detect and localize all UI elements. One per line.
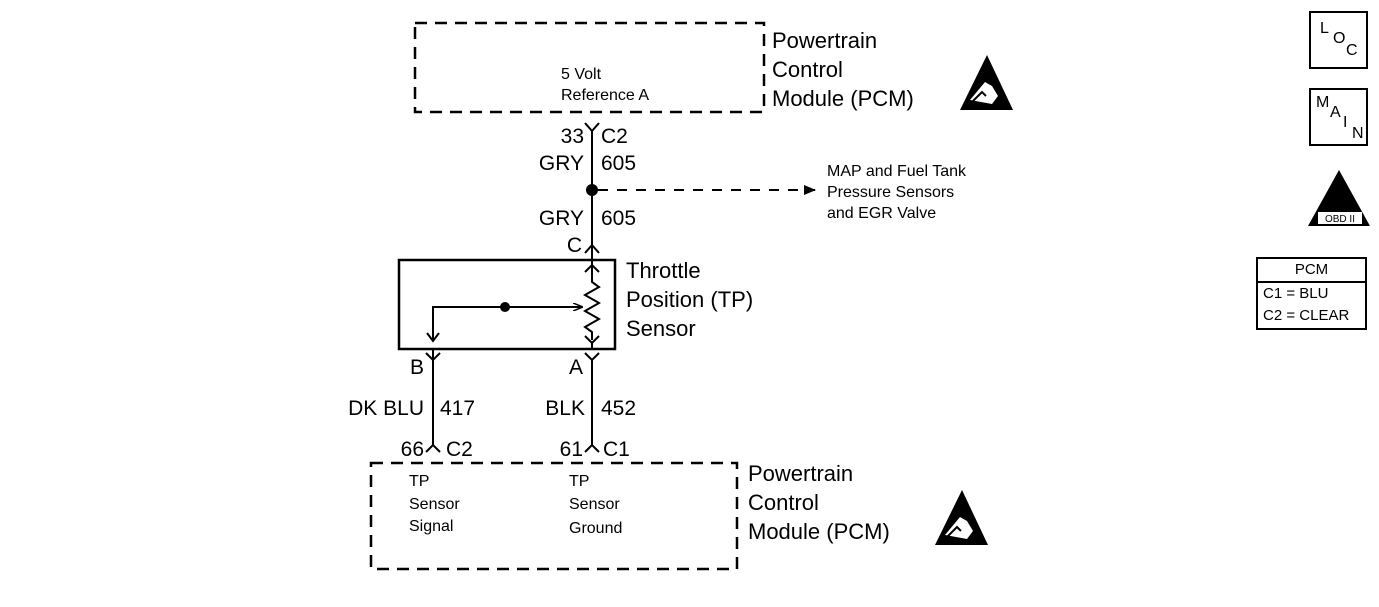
ref-wire-pin-top: 33 xyxy=(561,125,584,148)
tp-sensor-title: Throttle Position (TP) Sensor xyxy=(626,258,759,341)
tp-sensor-box xyxy=(397,258,617,351)
pcm-legend-row-c1: C1 = BLU xyxy=(1263,285,1329,302)
pcm-legend-header: PCM xyxy=(1258,259,1365,283)
pcm-bottom-ground-label: TP Sensor Ground xyxy=(569,473,624,537)
signal-wire-color: DK BLU xyxy=(348,397,424,420)
signal-wire-circuit: 417 xyxy=(440,397,475,420)
ref-wire-pin-bottom: C xyxy=(567,234,582,257)
ref-wire-circuit-lower: 605 xyxy=(601,207,636,230)
signal-wire-pin-top: B xyxy=(410,356,424,379)
ground-wire xyxy=(584,352,600,453)
obd-ii-label: OBD II xyxy=(1325,214,1355,225)
pcm-top-internal-label: 5 Volt Reference A xyxy=(561,66,649,104)
esd-warning-icon xyxy=(935,490,988,545)
splice-destination-label: MAP and Fuel Tank Pressure Sensors and E… xyxy=(827,163,971,222)
ref-wire-color-upper: GRY xyxy=(539,152,584,175)
main-icon[interactable]: M A I N xyxy=(1309,88,1368,146)
pcm-bottom-signal-label: TP Sensor Signal xyxy=(409,473,464,535)
pcm-legend-row-c2: C2 = CLEAR xyxy=(1263,307,1350,324)
pcm-top-box xyxy=(413,21,766,114)
main-letter-a: A xyxy=(1330,104,1341,121)
obd-ii-numeral: II xyxy=(1334,189,1344,209)
main-letter-i: I xyxy=(1343,114,1348,131)
ref-wire-connector-top: C2 xyxy=(601,125,628,148)
main-letter-n: N xyxy=(1352,125,1364,142)
ground-wire-color: BLK xyxy=(545,397,585,420)
potentiometer-icon xyxy=(426,260,602,349)
ground-wire-connector: C1 xyxy=(603,438,630,461)
loc-icon[interactable]: L O C xyxy=(1309,11,1368,69)
ground-wire-pin-top: A xyxy=(569,356,583,379)
ref-wire-circuit-upper: 605 xyxy=(601,152,636,175)
pcm-top-title: Powertrain Control Module (PCM) xyxy=(772,28,914,111)
loc-letter-o: O xyxy=(1333,30,1346,47)
esd-warning-icon xyxy=(960,55,1013,110)
pcm-bottom-title: Powertrain Control Module (PCM) xyxy=(748,461,890,544)
pcm-bottom-box xyxy=(369,461,739,571)
main-letter-m: M xyxy=(1316,94,1330,111)
ground-wire-pin-bottom: 61 xyxy=(560,438,583,461)
signal-wire-connector: C2 xyxy=(446,438,473,461)
pcm-connector-legend: PCM C1 = BLU C2 = CLEAR xyxy=(1256,257,1367,330)
loc-letter-l: L xyxy=(1320,20,1329,37)
obd-ii-icon xyxy=(1308,170,1370,226)
signal-wire-pin-bottom: 66 xyxy=(401,438,424,461)
signal-wire xyxy=(425,349,441,453)
splice-dot xyxy=(586,184,598,196)
ref-wire-color-lower: GRY xyxy=(539,207,584,230)
loc-letter-c: C xyxy=(1346,42,1358,59)
ground-wire-circuit: 452 xyxy=(601,397,636,420)
